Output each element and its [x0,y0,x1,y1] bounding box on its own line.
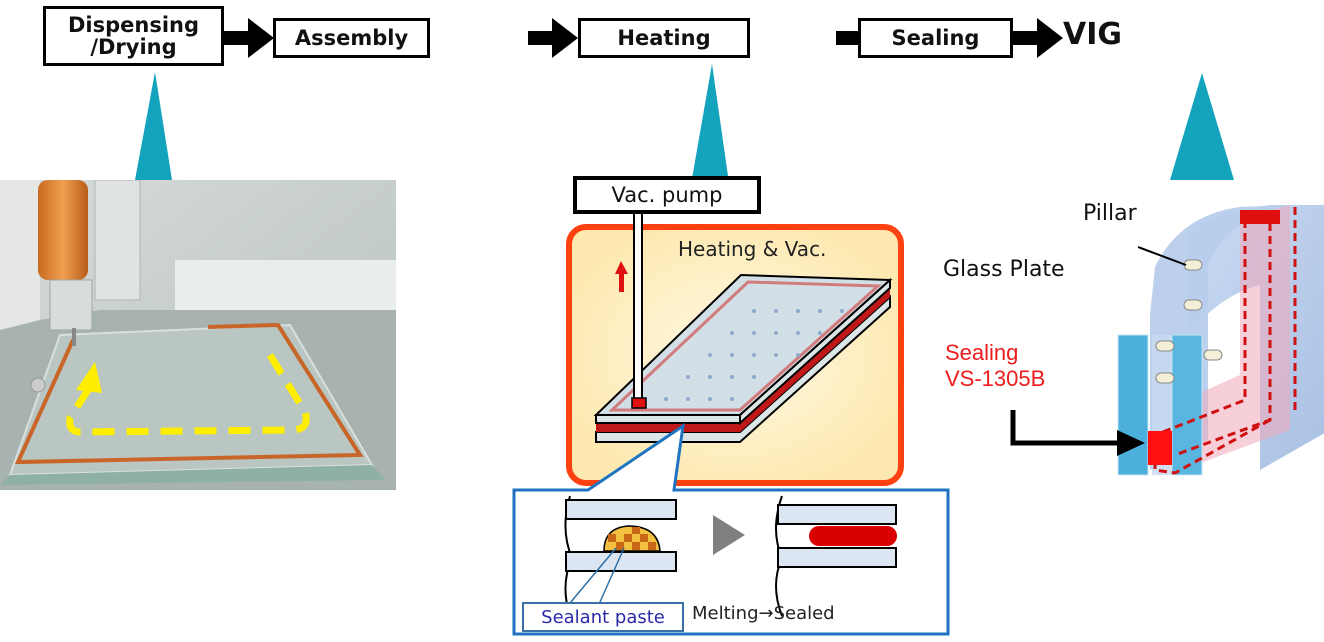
chamber-label: Heating & Vac. [678,237,827,261]
step-label-line1: Dispensing [67,13,200,37]
arrow-right-icon [528,18,578,58]
vac-pump-box: Vac. pump [573,176,761,214]
step-label: Heating [617,26,711,50]
pillar-leader-line [1137,246,1187,266]
after-diagram [775,495,897,617]
pillar-label: Pillar [1083,201,1137,226]
glass-plate-label: Glass Plate [943,257,1065,282]
seal-pointer-arrow [1010,410,1145,456]
sealing-label-line1: Sealing [945,340,1019,365]
sealing-label: Sealing VS-1305B [945,340,1045,392]
step-label-line2: /Drying [90,35,177,59]
pillar-dots [664,309,844,401]
flow-arrows [224,18,1063,58]
step-sealing: Sealing [858,18,1013,58]
dispensing-photo [0,180,396,490]
arrow-right-icon [1007,18,1063,58]
vac-pump-label: Vac. pump [611,183,723,207]
pointers [135,64,1234,190]
dispense-path-arrow [66,353,310,436]
sealant-paste-label-box: Sealant paste [522,602,684,632]
pointer-triangle-icon [690,64,730,190]
panel-assembly [593,209,893,443]
pump-pipe [633,209,643,407]
step-label: Assembly [294,26,409,50]
arrow-right-icon [224,18,274,58]
sealed-bead [809,526,897,546]
step-assembly: Assembly [273,18,430,58]
sealing-label-line2: VS-1305B [945,366,1046,391]
result-vig: VIG [1063,17,1123,52]
pointer-triangle-icon [135,72,172,180]
sealant-bead [14,322,364,465]
before-diagram [559,495,677,621]
vig-section [1117,205,1324,476]
step-heating: Heating [578,18,750,58]
arrow-right-icon [713,515,745,555]
arrow-up-icon [615,261,628,292]
sealant-paste-label: Sealant paste [541,606,665,628]
syringe [38,180,88,280]
melting-sealed-label: Melting→Sealed [692,603,835,624]
step-dispensing-drying: Dispensing /Drying [43,6,224,66]
seal-corner [1148,431,1172,465]
seal-top [1240,210,1280,224]
detail-callout [512,422,950,636]
step-label: Sealing [891,26,980,50]
pointer-triangle-icon [1170,73,1234,180]
